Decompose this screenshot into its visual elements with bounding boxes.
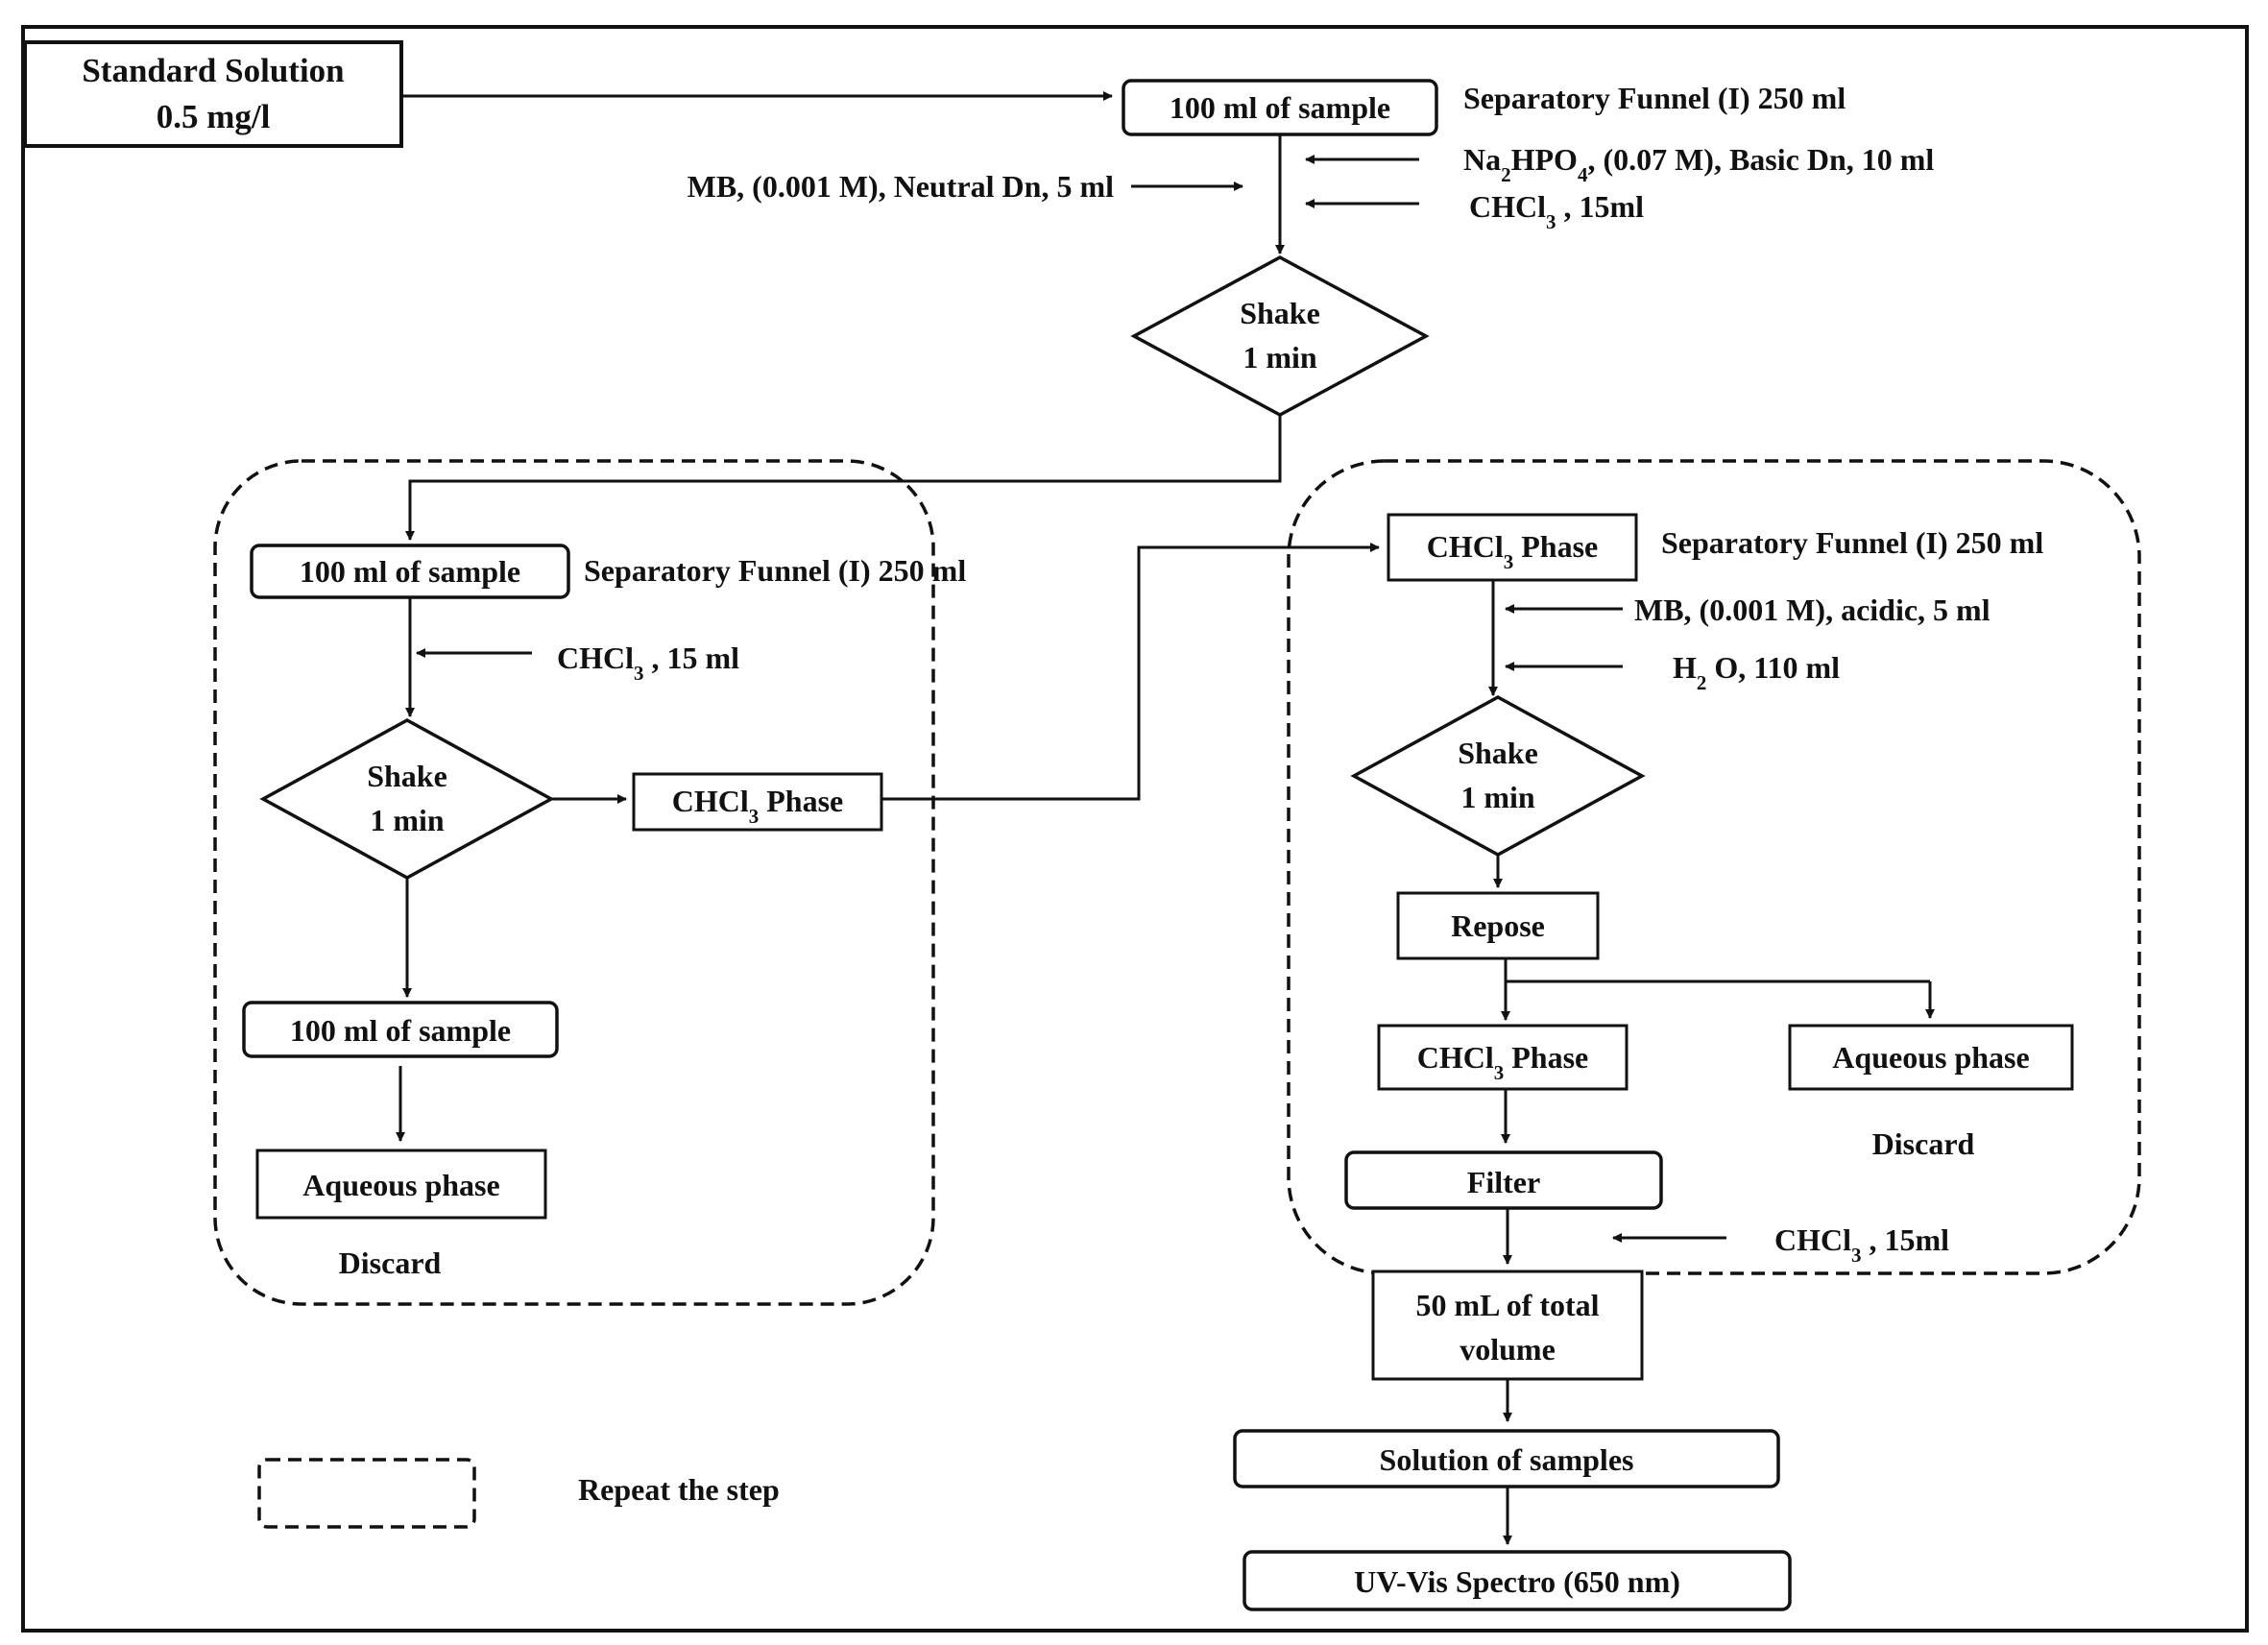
standard-solution-title: Standard Solution	[82, 52, 344, 89]
arrow-left-phase-to-right	[881, 543, 1380, 801]
right-chcl3-phase2-box: CHCl3 Phase	[1377, 1024, 1629, 1091]
shake-diamond-top: Shake 1 min	[1130, 255, 1430, 417]
left-aqueous-label: Aqueous phase	[302, 1168, 499, 1202]
total-volume-line2: volume	[1460, 1332, 1556, 1367]
left-aqueous-box: Aqueous phase	[255, 1149, 547, 1220]
legend: Repeat the step	[257, 1458, 780, 1529]
right-shake-line2: 1 min	[1460, 780, 1535, 814]
solution-label: Solution of samples	[1380, 1442, 1634, 1477]
arrow-shake-to-left	[405, 415, 1282, 541]
left-sample2-box: 100 ml of sample	[242, 1001, 559, 1058]
solution-box: Solution of samples	[1233, 1429, 1780, 1488]
right-phase2-label: CHCl3 Phase	[1417, 1040, 1589, 1084]
right-phase-label: CHCl3 Phase	[1427, 529, 1599, 573]
uvvis-box: UV-Vis Spectro (650 nm)	[1243, 1550, 1792, 1611]
right-chcl3-phase-box: CHCl3 Phase	[1387, 513, 1638, 582]
right-funnel-label: Separatory Funnel (I) 250 ml	[1661, 525, 2043, 560]
left-funnel-label: Separatory Funnel (I) 250 ml	[584, 553, 966, 588]
na2hpo4-label: Na2HPO4, (0.07 M), Basic Dn, 10 ml	[1463, 142, 1934, 186]
chcl3-top-label: CHCl3 , 15ml	[1469, 189, 1644, 233]
separatory-funnel-top-label: Separatory Funnel (I) 250 ml	[1463, 81, 1846, 115]
left-shake-diamond: Shake 1 min	[259, 718, 555, 880]
left-discard-label: Discard	[339, 1246, 442, 1280]
filter-box: Filter	[1344, 1150, 1663, 1210]
h2o-label: H2 O, 110 ml	[1673, 650, 1840, 694]
mb-neutral-label: MB, (0.001 M), Neutral Dn, 5 ml	[688, 169, 1114, 204]
left-chcl3-label: CHCl3 , 15 ml	[557, 641, 739, 685]
repose-box: Repose	[1396, 891, 1600, 960]
standard-solution-box: Standard Solution 0.5 mg/l	[23, 40, 403, 148]
shake-top-line2: 1 min	[1243, 340, 1317, 375]
left-sample2-label: 100 ml of sample	[290, 1013, 511, 1048]
left-phase-label: CHCl3 Phase	[672, 784, 844, 828]
repeat-region-right	[1287, 459, 2141, 1275]
filter-label: Filter	[1467, 1165, 1540, 1199]
left-chcl3-phase-box: CHCl3 Phase	[632, 772, 883, 832]
right-aqueous-box: Aqueous phase	[1788, 1024, 2074, 1091]
sample-box-top: 100 ml of sample	[1122, 79, 1438, 136]
standard-solution-concentration: 0.5 mg/l	[157, 98, 271, 135]
chcl3-bottom-label: CHCl3 , 15ml	[1774, 1222, 1949, 1267]
uvvis-label: UV-Vis Spectro (650 nm)	[1354, 1564, 1680, 1599]
right-shake-line1: Shake	[1458, 736, 1538, 770]
legend-label: Repeat the step	[578, 1472, 780, 1507]
shake-top-line1: Shake	[1240, 296, 1320, 330]
right-shake-diamond: Shake 1 min	[1350, 695, 1646, 857]
repeat-region-left	[213, 459, 935, 1306]
total-volume-box: 50 mL of total volume	[1371, 1270, 1644, 1381]
outer-frame	[21, 25, 2249, 1633]
left-shake-line1: Shake	[367, 759, 447, 793]
left-sample-label: 100 ml of sample	[300, 554, 520, 589]
right-aqueous-label: Aqueous phase	[1832, 1040, 2029, 1075]
total-volume-line1: 50 mL of total	[1415, 1288, 1599, 1322]
mb-acidic-label: MB, (0.001 M), acidic, 5 ml	[1634, 593, 1991, 627]
left-shake-line2: 1 min	[370, 803, 445, 837]
sample-top-label: 100 ml of sample	[1170, 90, 1390, 125]
legend-dashed-box	[257, 1458, 476, 1529]
right-discard-label: Discard	[1872, 1126, 1975, 1161]
left-sample-box: 100 ml of sample	[250, 544, 570, 599]
repose-label: Repose	[1451, 908, 1545, 943]
